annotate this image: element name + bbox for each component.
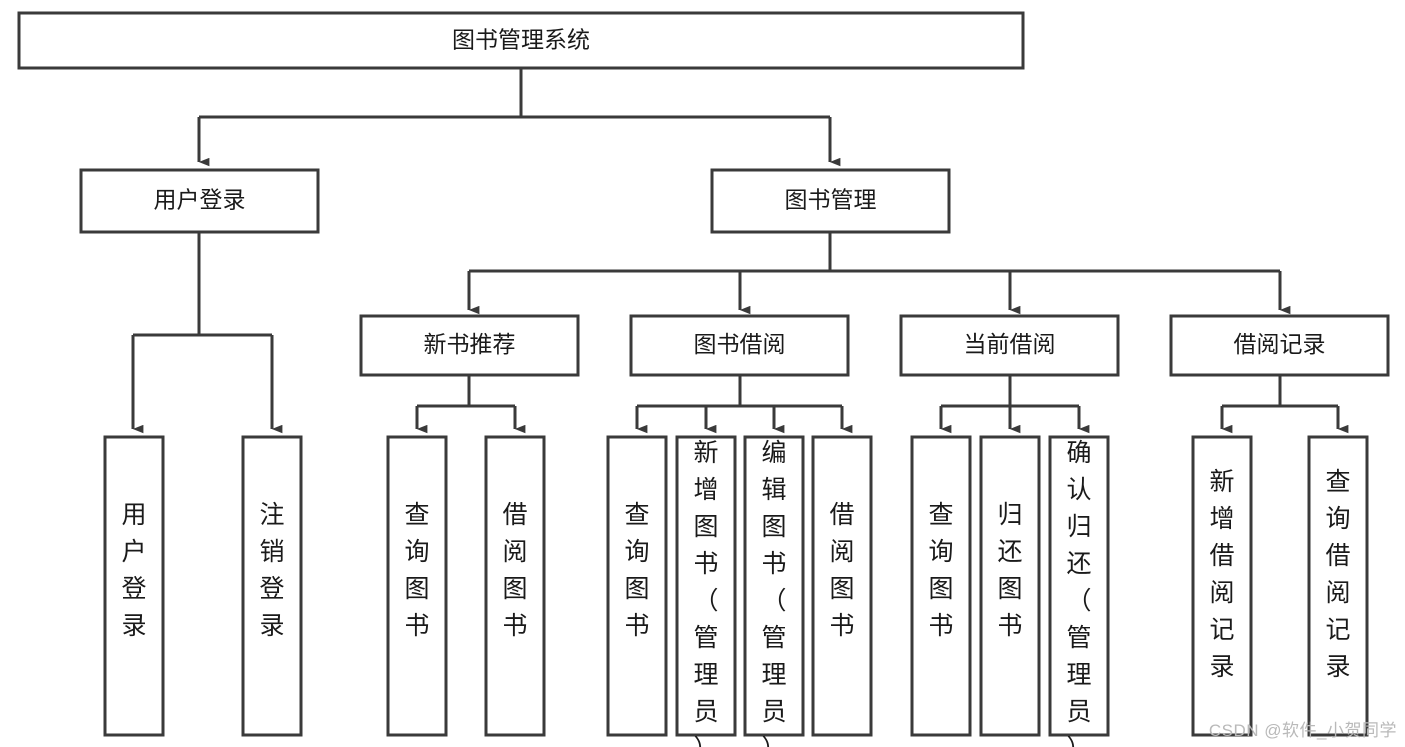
node-user-login-box [79, 168, 320, 234]
leaf-query-book-recommend-box [386, 435, 448, 737]
leaf-borrow-book-box [811, 435, 873, 737]
leaf-edit-book[interactable]: 编辑图书（管理员） [743, 435, 805, 747]
node-root-box [17, 11, 1025, 70]
leaf-add-borrow-record[interactable]: 新增借阅记录 [1191, 435, 1253, 737]
leaf-edit-book-box [743, 435, 805, 737]
leaf-user-login-box [103, 435, 165, 737]
leaf-confirm-return-label: 确认归还（管理员） [1066, 439, 1091, 747]
leaf-user-login[interactable]: 用户登录 [103, 435, 165, 737]
node-current-borrow-label: 当前借阅 [964, 331, 1056, 357]
connectors [131, 68, 1349, 434]
leaf-query-book-borrow[interactable]: 查询图书 [606, 435, 668, 737]
leaf-borrow-book-recommend-box [484, 435, 546, 737]
node-current-borrow[interactable]: 当前借阅 [899, 314, 1120, 377]
leaf-return-book[interactable]: 归还图书 [979, 435, 1041, 737]
leaf-borrow-book-recommend[interactable]: 借阅图书 [484, 435, 546, 737]
node-book-management-label: 图书管理 [785, 187, 877, 213]
leaf-add-borrow-record-box [1191, 435, 1253, 737]
leaf-confirm-return[interactable]: 确认归还（管理员） [1048, 435, 1110, 747]
node-book-management[interactable]: 图书管理 [710, 168, 951, 234]
node-root[interactable]: 图书管理系统 [17, 11, 1025, 70]
leaf-query-book-recommend[interactable]: 查询图书 [386, 435, 448, 737]
leaf-query-book-current[interactable]: 查询图书 [910, 435, 972, 737]
node-current-borrow-box [899, 314, 1120, 377]
leaf-logout[interactable]: 注销登录 [241, 435, 303, 737]
leaf-query-book-current-label: 查询图书 [928, 501, 953, 640]
leaf-query-book-recommend-label: 查询图书 [404, 501, 429, 640]
node-borrow-record-label: 借阅记录 [1234, 331, 1326, 357]
leaf-query-book-borrow-label: 查询图书 [624, 501, 649, 640]
node-book-management-box [710, 168, 951, 234]
leaf-query-borrow-record-box [1307, 435, 1369, 737]
leaf-add-book-box [675, 435, 737, 737]
node-user-login-label: 用户登录 [154, 187, 246, 213]
leaf-add-book[interactable]: 新增图书（管理员） [675, 435, 737, 747]
leaf-borrow-book-label: 借阅图书 [829, 501, 854, 640]
node-new-book-recommend-box [359, 314, 580, 377]
leaf-query-book-current-box [910, 435, 972, 737]
node-new-book-recommend[interactable]: 新书推荐 [359, 314, 580, 377]
leaf-user-login-label: 用户登录 [121, 501, 146, 640]
node-book-borrow-box [629, 314, 850, 377]
leaf-edit-book-label: 编辑图书（管理员） [761, 439, 786, 747]
leaf-logout-box [241, 435, 303, 737]
leaf-return-book-box [979, 435, 1041, 737]
leaf-confirm-return-box [1048, 435, 1110, 737]
node-book-borrow[interactable]: 图书借阅 [629, 314, 850, 377]
leaf-borrow-book[interactable]: 借阅图书 [811, 435, 873, 737]
node-root-label: 图书管理系统 [452, 27, 590, 53]
node-borrow-record[interactable]: 借阅记录 [1169, 314, 1390, 377]
leaf-borrow-book-recommend-label: 借阅图书 [502, 501, 527, 640]
leaf-query-borrow-record-label: 查询借阅记录 [1325, 468, 1350, 681]
node-borrow-record-box [1169, 314, 1390, 377]
leaf-query-book-borrow-box [606, 435, 668, 737]
leaf-add-book-label: 新增图书（管理员） [693, 439, 718, 747]
node-book-borrow-label: 图书借阅 [694, 331, 786, 357]
leaf-query-borrow-record[interactable]: 查询借阅记录 [1307, 435, 1369, 737]
node-user-login[interactable]: 用户登录 [79, 168, 320, 234]
node-new-book-recommend-label: 新书推荐 [424, 331, 516, 357]
leaf-return-book-label: 归还图书 [997, 501, 1022, 640]
leaf-add-borrow-record-label: 新增借阅记录 [1209, 468, 1234, 681]
leaf-logout-label: 注销登录 [259, 501, 284, 640]
